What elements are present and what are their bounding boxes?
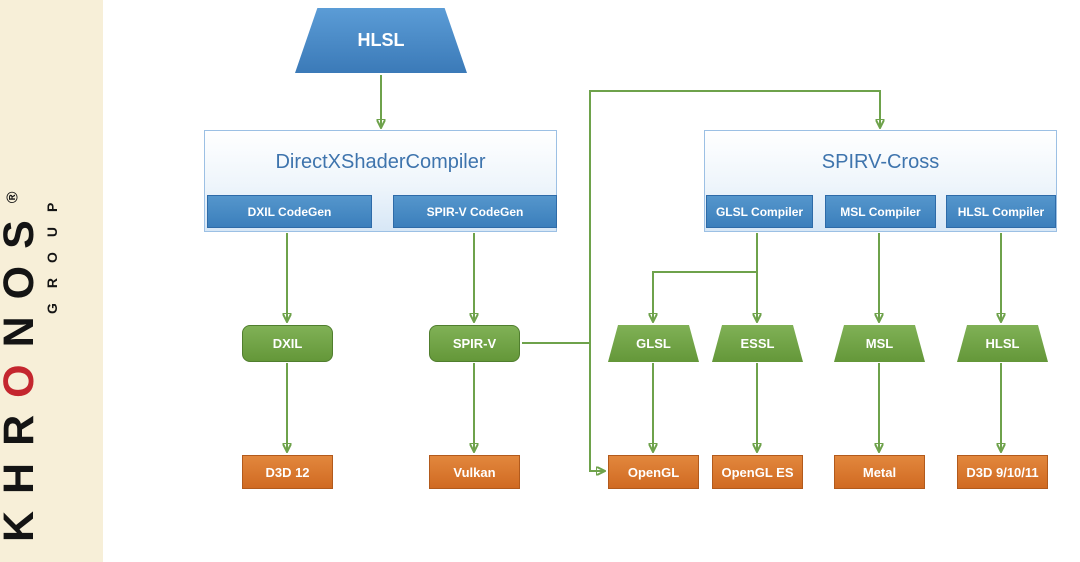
module-msl-compiler: MSL Compiler <box>825 195 936 228</box>
target-opengl: OpenGL <box>608 455 699 489</box>
compiler-spirv-cross-title: SPIRV-Cross <box>821 150 940 173</box>
node-dxil: DXIL <box>242 325 333 362</box>
registered-trademark-symbol: ® <box>4 191 22 204</box>
target-metal: Metal <box>834 455 925 489</box>
target-d3d12: D3D 12 <box>242 455 333 489</box>
target-vulkan: Vulkan <box>429 455 520 489</box>
khronos-wordmark-nos: NOS <box>0 203 43 348</box>
node-hlsl-out: HLSL <box>957 325 1048 362</box>
node-msl: MSL <box>834 325 925 362</box>
compiler-directxshadercompiler-title: DirectXShaderCompiler <box>275 150 486 173</box>
target-d3d-9-10-11: D3D 9/10/11 <box>957 455 1048 489</box>
khronos-group-label: GROUP <box>44 187 60 314</box>
module-hlsl-compiler: HLSL Compiler <box>946 195 1056 228</box>
khronos-wordmark-khr: KHR <box>0 397 43 542</box>
node-spirv: SPIR-V <box>429 325 520 362</box>
edge-spirv-to-opengl <box>589 343 604 471</box>
khronos-o-swirl-icon: O <box>0 347 43 397</box>
node-hlsl-source: HLSL <box>295 8 467 73</box>
compiler-spirv-cross: SPIRV-Cross GLSL Compiler MSL Compiler H… <box>704 130 1057 232</box>
node-glsl: GLSL <box>608 325 699 362</box>
target-opengl-es: OpenGL ES <box>712 455 803 489</box>
compiler-directxshadercompiler: DirectXShaderCompiler DXIL CodeGen SPIR-… <box>204 130 557 232</box>
module-glsl-compiler: GLSL Compiler <box>706 195 813 228</box>
module-spirv-codegen: SPIR-V CodeGen <box>393 195 557 228</box>
module-dxil-codegen: DXIL CodeGen <box>207 195 372 228</box>
khronos-wordmark: KHRONOS® <box>0 102 43 542</box>
khronos-sidebar: KHRONOS® GROUP <box>0 0 103 562</box>
khronos-logo: KHRONOS® GROUP <box>0 102 98 542</box>
edge-glslcompiler-to-glsl <box>653 233 758 321</box>
node-essl: ESSL <box>712 325 803 362</box>
